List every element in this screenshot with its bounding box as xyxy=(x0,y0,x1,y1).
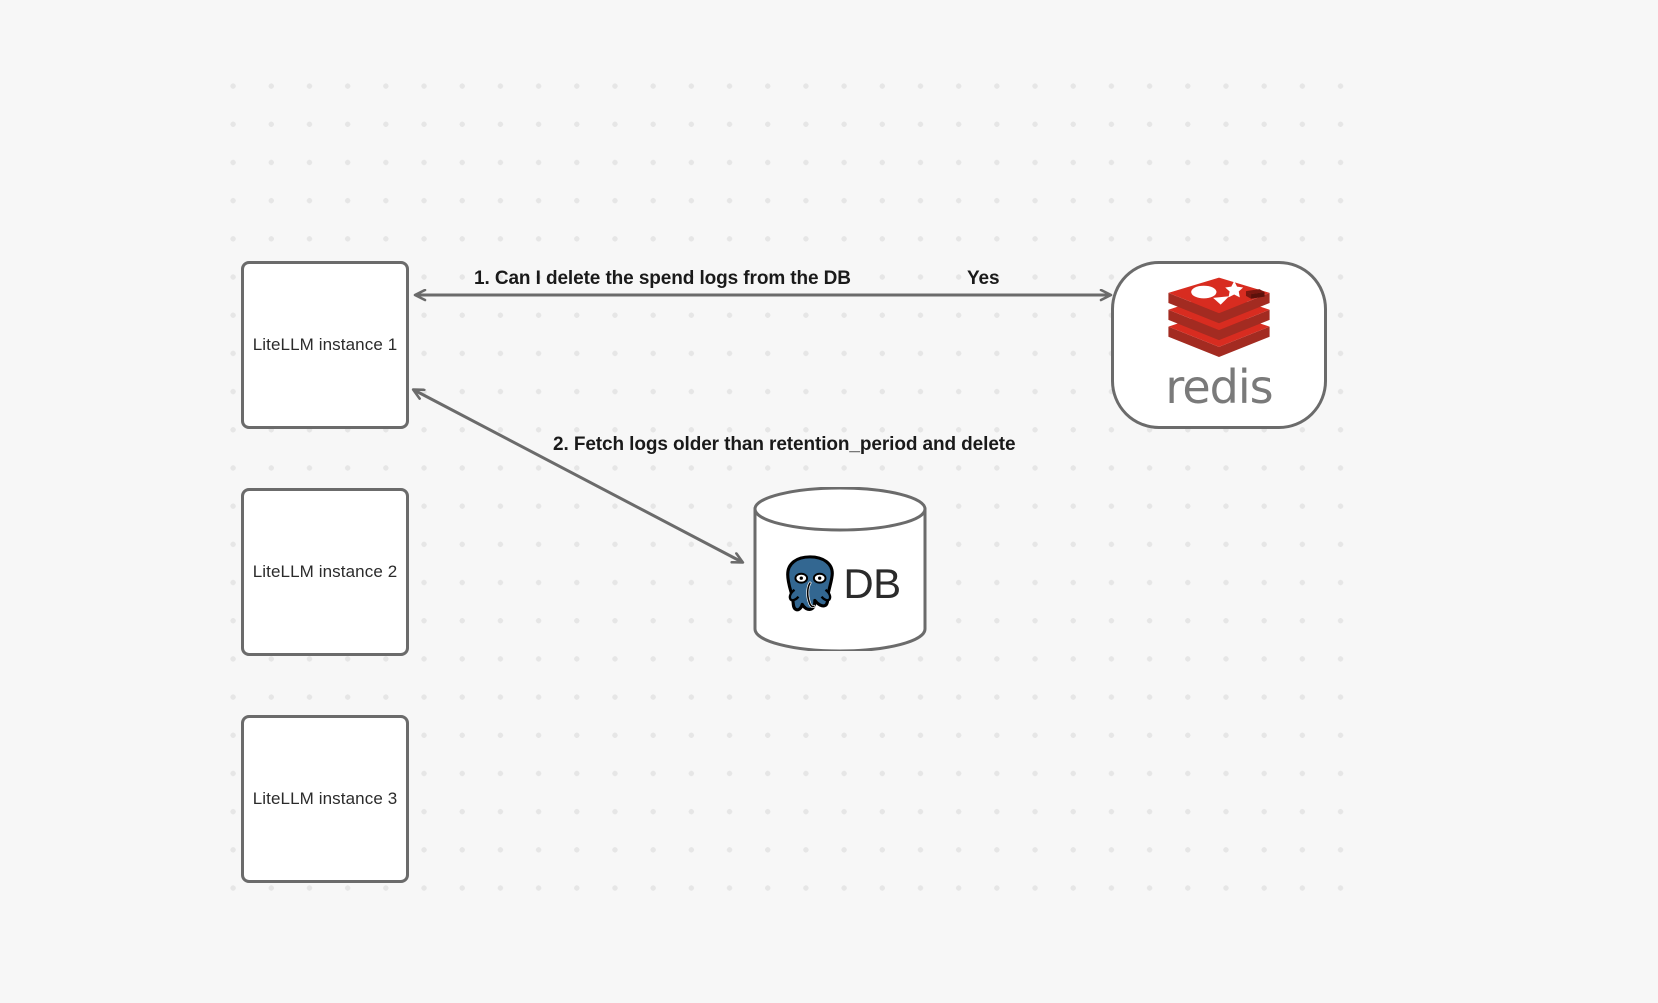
node-database[interactable]: DB xyxy=(752,486,928,653)
redis-brand: redis xyxy=(1165,276,1274,414)
database-brand: DB xyxy=(752,539,928,629)
node-litellm-instance-3[interactable]: LiteLLM instance 3 xyxy=(241,715,409,883)
node-redis[interactable]: redis xyxy=(1111,261,1327,429)
node-litellm-instance-1[interactable]: LiteLLM instance 1 xyxy=(241,261,409,429)
database-cylinder-shape xyxy=(753,486,927,653)
edge-label-2: 2. Fetch logs older than retention_perio… xyxy=(553,434,1016,455)
edge-label-1: 1. Can I delete the spend logs from the … xyxy=(474,268,851,289)
redis-wordmark: redis xyxy=(1165,360,1273,414)
edge-label-1-reply: Yes xyxy=(967,268,1000,289)
node-litellm-instance-1-label: LiteLLM instance 1 xyxy=(252,335,398,354)
node-litellm-instance-2[interactable]: LiteLLM instance 2 xyxy=(241,488,409,656)
database-label: DB xyxy=(843,560,901,607)
redis-logo-icon xyxy=(1168,277,1270,357)
node-litellm-instance-3-label: LiteLLM instance 3 xyxy=(252,789,398,808)
node-litellm-instance-2-label: LiteLLM instance 2 xyxy=(252,562,398,581)
postgresql-elephant-icon xyxy=(786,555,835,612)
